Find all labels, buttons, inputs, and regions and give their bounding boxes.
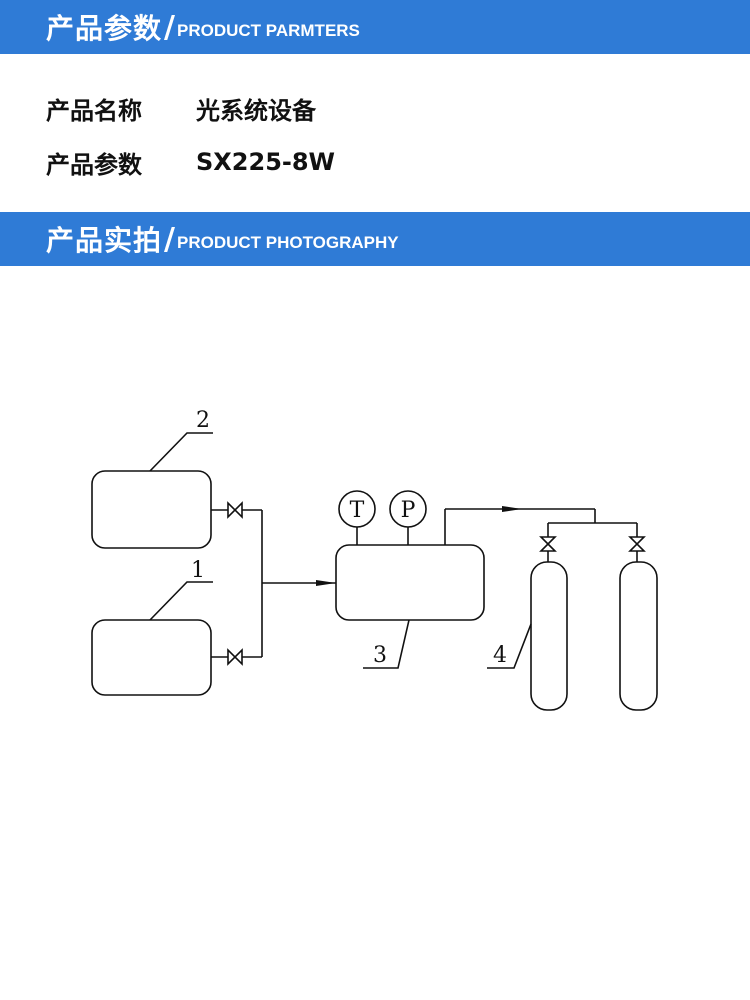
callout-label-3: 3 (373, 643, 387, 668)
callout-leader-3 (363, 619, 410, 669)
param-row-product-params: 产品参数 SX225-8W (46, 142, 335, 182)
gauge-label-p: P (401, 498, 416, 523)
callout-label-2: 2 (196, 408, 210, 433)
callout-leader-1 (149, 581, 213, 621)
param-value: SX225-8W (196, 148, 336, 176)
gas-cylinder-left (530, 561, 568, 711)
section-title-cn: 产品参数 (46, 12, 163, 45)
section-header-product-photography: 产品实拍 / PRODUCT PHOTOGRAPHY (0, 212, 750, 266)
section-title-slash: / (164, 9, 175, 45)
tank-2 (91, 470, 212, 549)
section-title-en: PRODUCT PARMTERS (176, 21, 360, 40)
valve-icon (539, 536, 557, 552)
pressure-gauge (389, 490, 427, 528)
section-title-cn: 产品实拍 (46, 224, 163, 257)
param-label: 产品参数 (46, 150, 142, 179)
callout-label-1: 1 (191, 558, 205, 583)
callout-label-4: 4 (493, 643, 507, 668)
vessel-3 (335, 544, 485, 621)
param-label: 产品名称 (46, 96, 142, 125)
section-title-en: PRODUCT PHOTOGRAPHY (176, 233, 399, 252)
section-header-product-parameters: 产品参数 / PRODUCT PARMTERS (0, 0, 750, 54)
callout-leader-2 (149, 432, 213, 472)
param-row-product-name: 产品名称 光系统设备 (46, 88, 316, 128)
tank-1 (91, 619, 212, 696)
gas-cylinder-right (619, 561, 658, 711)
valve-icon (628, 536, 646, 552)
valve-icon (227, 501, 243, 519)
temperature-gauge (338, 490, 376, 528)
section-title-slash: / (164, 221, 175, 257)
param-value: 光系统设备 (196, 96, 316, 125)
gauge-label-t: T (350, 498, 365, 523)
valve-icon (227, 648, 243, 666)
callout-leader-4 (487, 623, 532, 669)
system-schematic-diagram: T P 2 1 3 4 (91, 408, 658, 711)
